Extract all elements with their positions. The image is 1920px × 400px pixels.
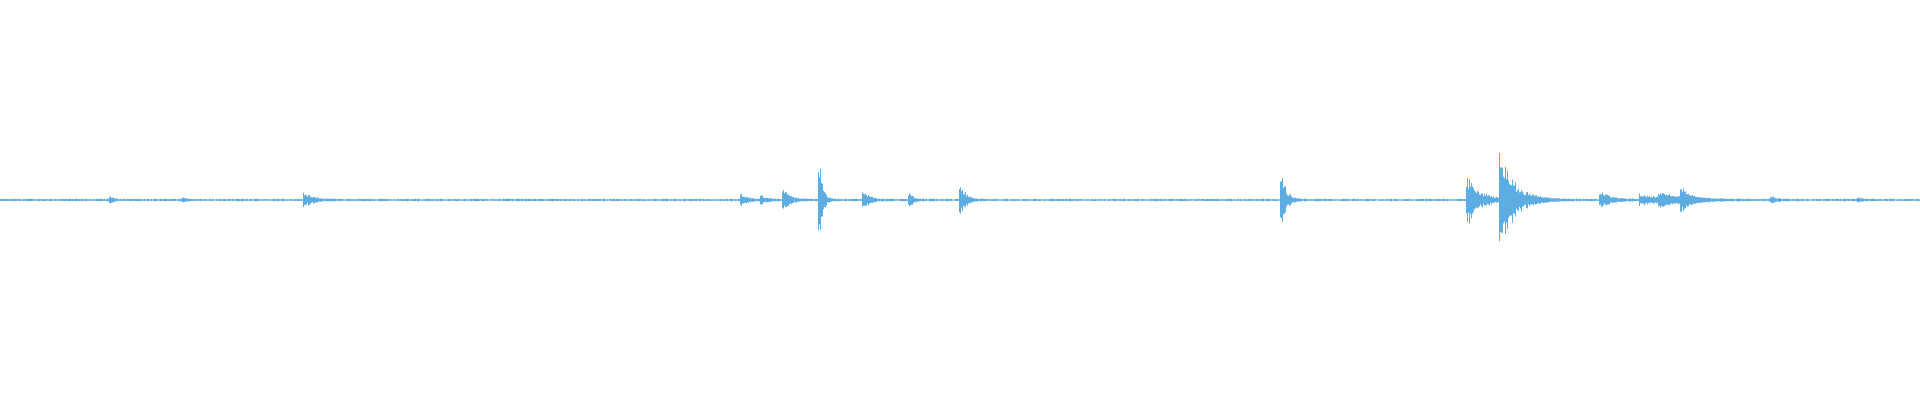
waveform-trace <box>0 152 1920 242</box>
